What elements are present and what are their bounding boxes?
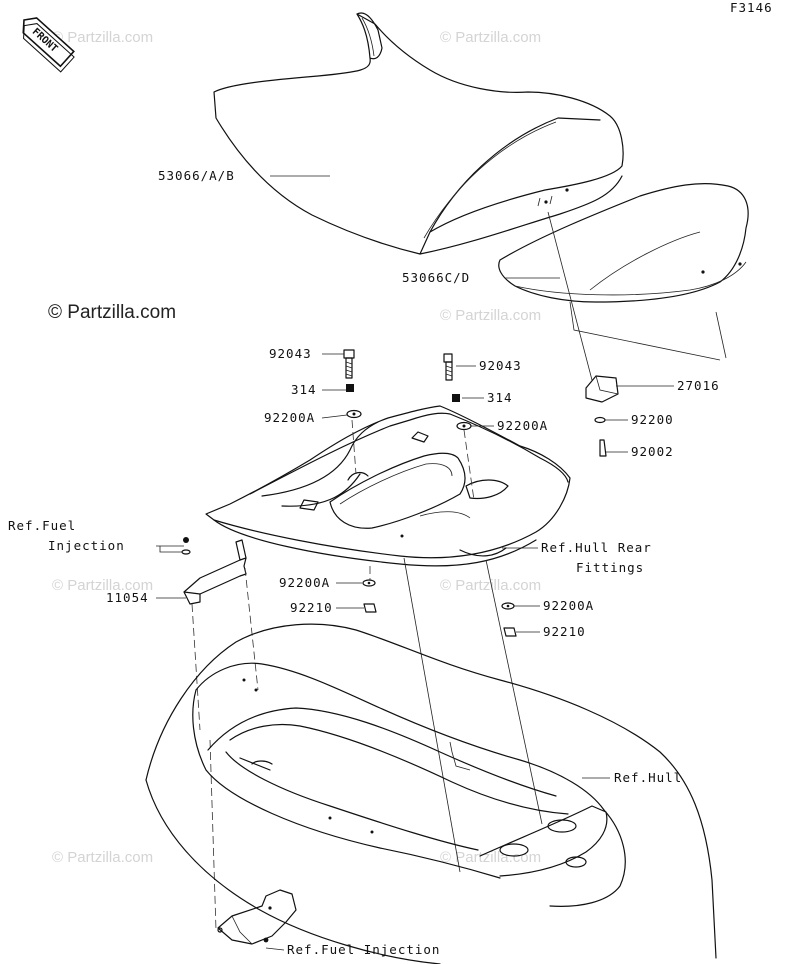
part-labels: 53066/A/B 53066C/D 92043 314 92200A 9204… (8, 168, 720, 957)
label-washer-right-lower: 92200A (543, 598, 594, 613)
watermark: © Partzilla.com (52, 577, 153, 594)
label-bolt-left: 92043 (269, 346, 312, 361)
watermark: © Partzilla.com (440, 307, 541, 324)
label-washer-right: 92200A (497, 418, 548, 433)
label-nut-right-lower: 92210 (543, 624, 586, 639)
label-seat-main: 53066/A/B (158, 168, 235, 183)
label-fuel-ref-line1: Ref.Fuel (8, 518, 76, 533)
label-washer-center: 92200A (279, 575, 330, 590)
label-washer-left: 92200A (264, 410, 315, 425)
bolt-stack-right (443, 353, 472, 431)
watermark: © Partzilla.com (52, 29, 153, 46)
label-fuel-ref-line2: Injection (48, 538, 125, 553)
bolt-stack-left (343, 349, 362, 419)
hull (145, 623, 717, 964)
label-washer-hook: 92200 (631, 412, 674, 427)
center-fasteners (362, 579, 517, 637)
label-hull-ref: Ref.Hull (614, 770, 682, 785)
label-nut-center: 92210 (290, 600, 333, 615)
hook-assembly (585, 375, 619, 457)
watermark: © Partzilla.com (440, 29, 541, 46)
label-fuel-ref-bottom: Ref.Fuel Injection (287, 942, 440, 957)
label-hull-rear-ref-line2: Fittings (576, 560, 644, 575)
label-hull-rear-ref-line1: Ref.Hull Rear (541, 540, 652, 555)
watermark: © Partzilla.com (440, 577, 541, 594)
fuel-bracket-upper (181, 537, 247, 605)
label-nut-right: 314 (487, 390, 513, 405)
figure-code: F3146 (730, 0, 773, 15)
label-seat-rear: 53066C/D (402, 270, 470, 285)
brand-watermark: © Partzilla.com (48, 302, 176, 323)
watermark-layer: © Partzilla.com © Partzilla.com © Partzi… (52, 29, 541, 866)
label-bolt-right: 92043 (479, 358, 522, 373)
label-nut-left: 314 (291, 382, 317, 397)
label-bracket: 11054 (106, 590, 149, 605)
seat-rear (498, 183, 749, 303)
fuel-bracket-lower (217, 889, 297, 945)
label-hook: 27016 (677, 378, 720, 393)
label-bolt-hook: 92002 (631, 444, 674, 459)
watermark: © Partzilla.com (440, 849, 541, 866)
seat-main (213, 12, 624, 255)
seat-base (205, 405, 571, 567)
watermark: © Partzilla.com (52, 849, 153, 866)
